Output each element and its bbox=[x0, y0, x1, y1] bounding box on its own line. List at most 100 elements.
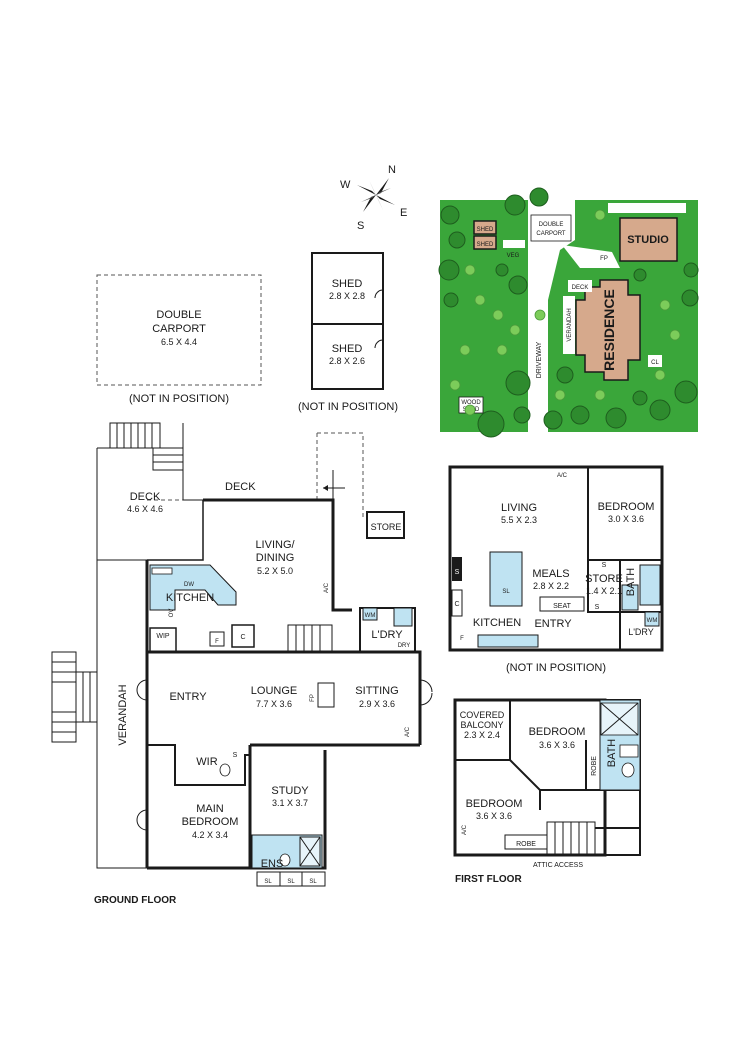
compass-north: N bbox=[388, 164, 396, 176]
shed-1-label: SHED bbox=[332, 278, 363, 290]
sp-note: (NOT IN POSITION) bbox=[506, 662, 606, 674]
ff-bedroom-2: BEDROOM bbox=[466, 798, 523, 810]
sp-store-dim: 1.4 X 2.1 bbox=[586, 586, 622, 596]
gf-living-1: LIVING/ bbox=[255, 539, 295, 551]
gf-entry: ENTRY bbox=[169, 691, 207, 703]
site-wood-1: WOOD bbox=[461, 400, 481, 406]
shed-1-dimensions: 2.8 X 2.8 bbox=[329, 291, 365, 301]
sp-bath: BATH bbox=[625, 568, 637, 597]
studio-floor-plan: LIVING 5.5 X 2.3 A/C BEDROOM 3.0 X 3.6 M… bbox=[448, 465, 664, 674]
sp-s-2: S bbox=[602, 562, 607, 569]
site-fp: FP bbox=[600, 256, 608, 262]
gf-ac-1: A/C bbox=[324, 582, 330, 593]
ground-floor-plan: DECK DECK 4.6 X 4.6 STORE LIVING/ DINING… bbox=[51, 422, 433, 906]
carport-label-2: CARPORT bbox=[152, 323, 206, 335]
gf-wir: WIR bbox=[196, 756, 217, 768]
sp-sl: SL bbox=[502, 589, 510, 595]
compass-south: S bbox=[357, 220, 364, 232]
ff-robe-2: ROBE bbox=[516, 841, 536, 848]
gf-kitchen: KITCHEN bbox=[166, 592, 214, 604]
gf-study-dim: 3.1 X 3.7 bbox=[272, 798, 308, 808]
site-residence-label: RESIDENCE bbox=[601, 289, 617, 371]
site-carport-1: DOUBLE bbox=[539, 222, 564, 228]
site-driveway: DRIVEWAY bbox=[536, 341, 543, 378]
site-deck: DECK bbox=[572, 285, 589, 291]
gf-sl-2: SL bbox=[287, 879, 295, 885]
first-floor-plan: COVERED BALCONY 2.3 X 2.4 BEDROOM 3.6 X … bbox=[453, 698, 641, 885]
site-carport-2: CARPORT bbox=[536, 231, 566, 237]
gf-lounge-dim: 7.7 X 3.6 bbox=[256, 699, 292, 709]
sp-f: F bbox=[460, 636, 464, 642]
gf-deck-left: DECK bbox=[130, 491, 161, 503]
sp-c: C bbox=[454, 601, 459, 608]
deck-stairs-top bbox=[109, 422, 184, 471]
gf-s: S bbox=[233, 752, 238, 759]
site-shed-1: SHED bbox=[477, 227, 494, 233]
sp-ldry: L'DRY bbox=[628, 627, 654, 637]
sheds: SHED 2.8 X 2.8 SHED 2.8 X 2.6 (NOT IN PO… bbox=[298, 252, 398, 413]
ff-bedroom-1-dim: 3.6 X 3.6 bbox=[539, 740, 575, 750]
internal-stairs bbox=[287, 624, 333, 653]
shed-2-label: SHED bbox=[332, 343, 363, 355]
gf-main-dim: 4.2 X 3.4 bbox=[192, 830, 228, 840]
gf-lounge: LOUNGE bbox=[251, 685, 297, 697]
gf-fp: FP bbox=[310, 694, 316, 702]
site-shed-2: SHED bbox=[477, 242, 494, 248]
gf-living-2: DINING bbox=[256, 552, 295, 564]
first-floor-title: FIRST FLOOR bbox=[455, 874, 522, 885]
gf-wip: WIP bbox=[156, 633, 170, 640]
sp-living-dim: 5.5 X 2.3 bbox=[501, 515, 537, 525]
shed-note: (NOT IN POSITION) bbox=[298, 401, 398, 413]
sp-ac: A/C bbox=[557, 473, 568, 479]
compass-west: W bbox=[340, 179, 351, 191]
verandah-stairs-left bbox=[51, 651, 98, 743]
ground-floor-title: GROUND FLOOR bbox=[94, 895, 177, 906]
gf-main-1: MAIN bbox=[196, 803, 224, 815]
compass-east: E bbox=[400, 207, 407, 219]
ff-balcony-2: BALCONY bbox=[460, 720, 503, 730]
ff-ac: A/C bbox=[462, 824, 468, 835]
studio-building bbox=[619, 217, 678, 262]
site-veg: VEG bbox=[507, 253, 520, 259]
sp-bedroom: BEDROOM bbox=[598, 501, 655, 513]
gf-c: C bbox=[240, 634, 245, 641]
gf-living-dim: 5.2 X 5.0 bbox=[257, 566, 293, 576]
gf-store: STORE bbox=[371, 522, 402, 532]
ff-bedroom-2-dim: 3.6 X 3.6 bbox=[476, 811, 512, 821]
ff-bedroom-1: BEDROOM bbox=[529, 726, 586, 738]
gf-ov: OV bbox=[169, 609, 175, 618]
gf-dw: DW bbox=[184, 582, 194, 588]
gf-sitting: SITTING bbox=[355, 685, 398, 697]
sp-entry: ENTRY bbox=[534, 618, 572, 630]
double-carport: DOUBLE CARPORT 6.5 X 4.4 (NOT IN POSITIO… bbox=[96, 274, 262, 405]
gf-deck-top: DECK bbox=[225, 481, 256, 493]
gf-verandah: VERANDAH bbox=[117, 684, 129, 745]
sp-wm: WM bbox=[647, 618, 658, 624]
sp-s-1: S bbox=[455, 569, 460, 576]
sp-meals-dim: 2.8 X 2.2 bbox=[533, 581, 569, 591]
gf-study: STUDY bbox=[271, 785, 309, 797]
ff-balcony-1: COVERED bbox=[460, 710, 505, 720]
site-plan: RESIDENCE STUDIO SHED SHED DOUBLE CARPOR… bbox=[438, 187, 699, 438]
sp-bedroom-dim: 3.0 X 3.6 bbox=[608, 514, 644, 524]
gf-sitting-dim: 2.9 X 3.6 bbox=[359, 699, 395, 709]
residence-building bbox=[575, 279, 641, 381]
sp-seat: SEAT bbox=[553, 603, 571, 610]
gf-deck-left-dim: 4.6 X 4.6 bbox=[127, 504, 163, 514]
gf-f: F bbox=[215, 639, 219, 645]
ff-bath: BATH bbox=[606, 739, 618, 768]
site-verandah: VERANDAH bbox=[567, 308, 573, 341]
gf-wm: WM bbox=[365, 613, 376, 619]
sp-s-3: S bbox=[595, 604, 600, 611]
compass-rose-icon: N E S W bbox=[340, 164, 407, 232]
gf-ac-2: A/C bbox=[405, 726, 411, 737]
sp-store: STORE bbox=[585, 573, 623, 585]
gf-sl-3: SL bbox=[309, 879, 317, 885]
sp-kitchen: KITCHEN bbox=[473, 617, 521, 629]
sp-living: LIVING bbox=[501, 502, 537, 514]
shed-2-dimensions: 2.8 X 2.6 bbox=[329, 356, 365, 366]
carport-label-1: DOUBLE bbox=[156, 309, 201, 321]
gf-dry: DRY bbox=[398, 643, 411, 649]
gf-ens: ENS bbox=[261, 858, 284, 870]
